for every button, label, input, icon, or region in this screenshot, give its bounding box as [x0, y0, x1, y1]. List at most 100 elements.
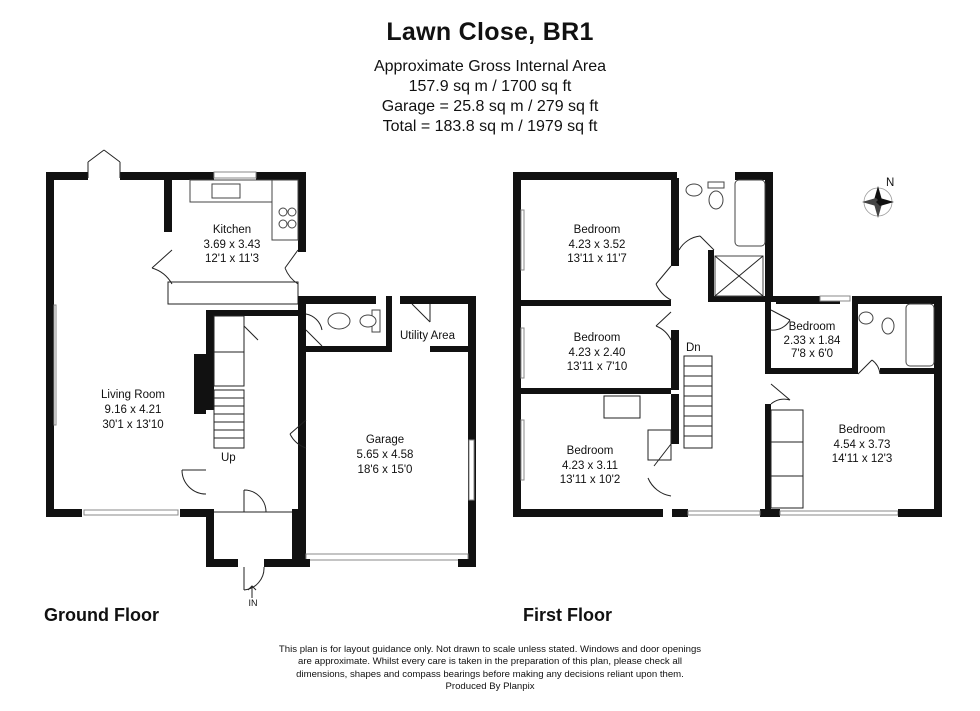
wall	[400, 296, 476, 304]
wall	[180, 509, 208, 517]
window	[520, 327, 525, 379]
entrance-door	[243, 566, 265, 591]
wall	[765, 296, 771, 374]
wall	[765, 368, 855, 374]
window	[687, 510, 761, 516]
ground-floor-label: Ground Floor	[44, 605, 159, 625]
living-room-imperial: 30'1 x 13'10	[102, 419, 163, 431]
window	[520, 419, 525, 481]
door	[857, 359, 881, 375]
garage-imperial: 18'6 x 15'0	[358, 464, 413, 476]
door	[243, 489, 267, 513]
wall	[264, 559, 304, 567]
wall	[708, 296, 776, 302]
wall	[164, 172, 172, 232]
sink-icon	[211, 183, 241, 199]
wall	[708, 250, 714, 302]
kitchen-name: Kitchen	[213, 224, 251, 236]
wall	[468, 296, 476, 567]
bedroom-5-imperial: 14'11 x 12'3	[832, 453, 892, 465]
wall	[46, 172, 54, 517]
wall	[206, 310, 214, 410]
window	[520, 209, 525, 271]
area-garage: Garage = 25.8 sq m / 279 sq ft	[381, 98, 599, 115]
area-total: Total = 183.8 sq m / 1979 sq ft	[382, 118, 598, 135]
bedroom-5-name: Bedroom	[839, 424, 886, 436]
bedroom-5-metric: 4.54 x 3.73	[834, 439, 891, 451]
plan-title: Lawn Close, BR1	[386, 18, 594, 46]
hob-icon	[278, 207, 288, 217]
window	[819, 295, 851, 302]
garage-metric: 5.65 x 4.58	[357, 449, 414, 461]
door	[655, 265, 672, 301]
kitchen-imperial: 12'1 x 11'3	[205, 253, 259, 265]
compass-north-label: N	[886, 177, 894, 189]
living-room-name: Living Room	[101, 389, 165, 401]
wall	[298, 296, 306, 567]
area-main: 157.9 sq m / 1700 sq ft	[408, 78, 572, 95]
basin-icon	[685, 183, 703, 197]
wall	[776, 296, 840, 304]
garage-name: Garage	[366, 434, 404, 446]
cupboard	[213, 315, 245, 387]
door	[411, 303, 431, 323]
entrance-arrow-icon	[247, 585, 257, 598]
disclaimer: This plan is for layout guidance only. N…	[0, 644, 980, 694]
first-floor-label: First Floor	[523, 605, 612, 625]
window	[468, 439, 475, 501]
wall	[386, 296, 392, 352]
first-floor-plan	[513, 172, 942, 517]
bath-icon	[734, 179, 766, 247]
hob-icon	[287, 207, 297, 217]
bedroom-3-metric: 4.23 x 3.11	[562, 460, 618, 472]
bedroom-1-imperial: 13'11 x 11'7	[567, 253, 627, 265]
toilet-icon	[881, 317, 895, 335]
wall	[765, 404, 771, 514]
producer-credit: Produced By Planpix	[445, 681, 535, 693]
bedroom-2-metric: 4.23 x 2.40	[569, 347, 626, 359]
wall	[672, 509, 688, 517]
hob-icon	[278, 219, 288, 229]
living-room-metric: 9.16 x 4.21	[105, 404, 162, 416]
wall	[164, 172, 214, 180]
wall	[671, 330, 679, 390]
wall	[206, 310, 306, 316]
wall	[671, 394, 679, 444]
window	[53, 304, 57, 426]
door	[284, 249, 299, 285]
stairs-down-label: Dn	[686, 342, 701, 354]
door	[655, 311, 672, 341]
wardrobe	[770, 409, 804, 509]
hob-icon	[287, 219, 297, 229]
wall	[206, 559, 238, 567]
door	[289, 419, 307, 449]
wall	[880, 368, 934, 374]
wall	[458, 559, 476, 567]
wall	[46, 509, 82, 517]
wall	[765, 172, 773, 302]
door	[647, 443, 672, 497]
cupboard	[647, 429, 672, 461]
wall	[46, 172, 88, 180]
wall	[430, 346, 468, 352]
basin-icon	[327, 312, 351, 330]
wall	[120, 172, 168, 180]
toilet-icon	[708, 190, 724, 210]
wall	[852, 296, 858, 374]
wall	[858, 296, 942, 304]
kitchen-metric: 3.69 x 3.43	[204, 239, 261, 251]
wall	[256, 172, 306, 180]
bedroom-2-name: Bedroom	[574, 332, 621, 344]
compass-icon	[862, 186, 894, 218]
window	[213, 171, 257, 179]
door	[305, 313, 323, 347]
toilet-icon	[359, 314, 377, 328]
wall	[898, 509, 942, 517]
disclaimer-line: are approximate. Whilst every care is ta…	[298, 656, 682, 668]
bedroom-3-name: Bedroom	[567, 445, 614, 457]
door	[151, 249, 173, 285]
wall	[934, 296, 942, 517]
cupboard	[603, 395, 641, 419]
utility-area-label: Utility Area	[400, 330, 456, 342]
bath-icon	[905, 303, 935, 367]
